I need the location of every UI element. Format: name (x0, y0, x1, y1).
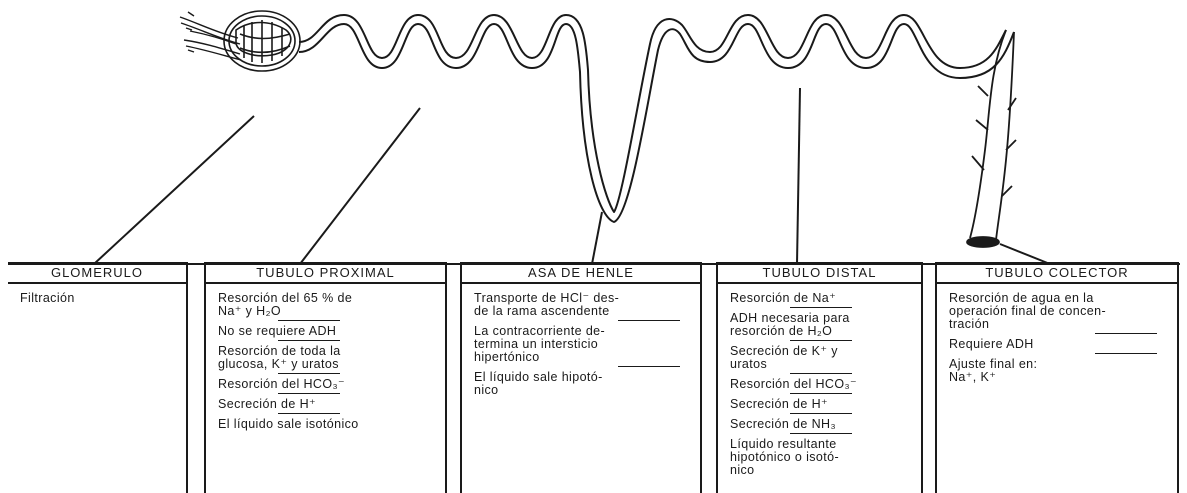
list-item: Resorción del 65 % de Na⁺ y H₂O (218, 292, 439, 318)
list-item: Líquido resultante hipotónico o isotó- n… (730, 438, 915, 477)
list-item: Secreción de H⁺ (730, 398, 915, 411)
separator-line (1095, 333, 1157, 334)
list-item: Resorción de agua en la operación final … (949, 292, 1171, 331)
list-item: Requiere ADH (949, 338, 1171, 351)
column-title: GLOMERULO (8, 262, 186, 284)
column-body: Resorción de Na⁺ ADH necesaria para reso… (718, 284, 921, 477)
glomerulus-drawing (224, 11, 300, 71)
separator-line (790, 340, 852, 341)
separator-line (790, 393, 852, 394)
list-item: Secreción de H⁺ (218, 398, 439, 411)
column-body: Resorción de agua en la operación final … (937, 284, 1177, 384)
separator-line (790, 373, 852, 374)
tubule-drawing (299, 15, 1014, 222)
list-item: El líquido sale hipotó- nico (474, 371, 694, 397)
column-tubulo-distal: TUBULO DISTAL Resorción de Na⁺ ADH neces… (716, 262, 923, 493)
separator-line (278, 413, 340, 414)
list-item: Resorción de Na⁺ (730, 292, 915, 305)
collecting-duct-drawing (967, 30, 1016, 247)
list-item: El líquido sale isotónico (218, 418, 439, 431)
separator-line (790, 433, 852, 434)
list-item: Resorción del HCO₃⁻ (730, 378, 915, 391)
column-tubulo-proximal: TUBULO PROXIMAL Resorción del 65 % de Na… (204, 262, 447, 493)
list-item: Filtración (20, 292, 180, 305)
list-item: Resorción del HCO₃⁻ (218, 378, 439, 391)
separator-line (278, 320, 340, 321)
column-title: ASA DE HENLE (462, 262, 700, 284)
column-glomerulo: GLOMERULO Filtración (8, 262, 188, 493)
list-item: No se requiere ADH (218, 325, 439, 338)
leader-lines (94, 88, 1050, 264)
list-item: Ajuste final en: Na⁺, K⁺ (949, 358, 1171, 384)
list-item: Resorción de toda la glucosa, K⁺ y urato… (218, 345, 439, 371)
column-body: Filtración (8, 284, 186, 305)
column-tubulo-colector: TUBULO COLECTOR Resorción de agua en la … (935, 262, 1179, 493)
separator-line (278, 393, 340, 394)
separator-line (1095, 353, 1157, 354)
separator-line (278, 340, 340, 341)
separator-line (790, 307, 852, 308)
column-asa-de-henle: ASA DE HENLE Transporte de HCl⁻ des- de … (460, 262, 702, 493)
list-item: Transporte de HCl⁻ des- de la rama ascen… (474, 292, 694, 318)
column-title: TUBULO DISTAL (718, 262, 921, 284)
separator-line (790, 413, 852, 414)
list-item: ADH necesaria para resorción de H₂O (730, 312, 915, 338)
separator-line (278, 373, 340, 374)
separator-line (618, 366, 680, 367)
list-item: Secreción de K⁺ y uratos (730, 345, 915, 371)
list-item: La contracorriente de- termina un inters… (474, 325, 694, 364)
list-item: Secreción de NH₃ (730, 418, 915, 431)
separator-line (618, 320, 680, 321)
column-title: TUBULO PROXIMAL (206, 262, 445, 284)
column-title: TUBULO COLECTOR (937, 262, 1177, 284)
column-body: Transporte de HCl⁻ des- de la rama ascen… (462, 284, 700, 397)
column-body: Resorción del 65 % de Na⁺ y H₂O No se re… (206, 284, 445, 431)
